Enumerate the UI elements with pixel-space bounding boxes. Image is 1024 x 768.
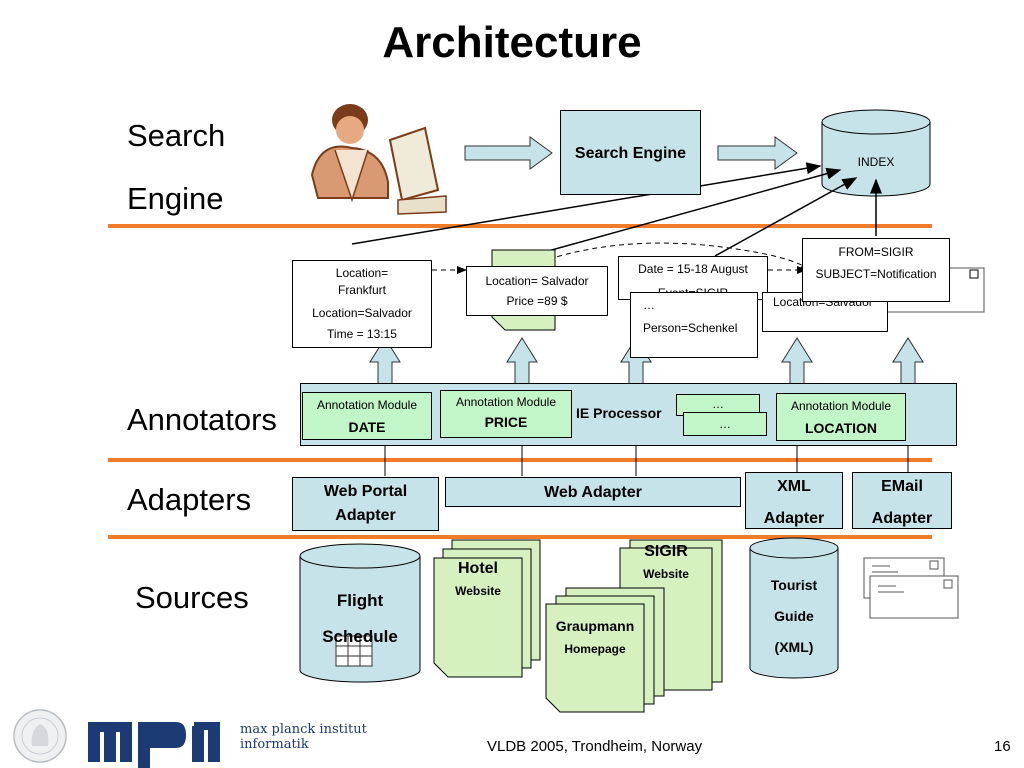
- flight-schedule-label: Flight Schedule: [300, 583, 420, 655]
- block-arrow-right-icon: [717, 136, 798, 170]
- annotation-text: Person=Schenkel: [643, 321, 738, 335]
- annotation-text: Location= Salvador: [485, 274, 589, 288]
- source-label: Homepage: [564, 642, 626, 656]
- slide-title: Architecture: [382, 18, 642, 67]
- tourist-guide-label: Tourist Guide (XML): [750, 570, 838, 663]
- section-label-adapters: Adapters: [127, 482, 252, 517]
- module-label: Annotation Module: [316, 398, 418, 412]
- email-adapter-box: EMail Adapter: [852, 472, 952, 529]
- graupmann-homepage-pages-icon: [545, 587, 665, 713]
- search-engine-box: Search Engine: [560, 110, 701, 195]
- annotation-salvador-price-box: Location= Salvador Price =89 $: [466, 266, 608, 316]
- source-label: Hotel: [458, 560, 498, 577]
- tourist-guide-database-icon: [749, 537, 839, 679]
- section-label-sources: Sources: [135, 580, 249, 615]
- logo-line: max planck institut: [240, 722, 367, 737]
- adapter-label: Adapter: [871, 510, 933, 527]
- building-icon: [335, 635, 373, 667]
- source-label: Website: [643, 567, 689, 581]
- mpi-logo-icon: [88, 722, 220, 768]
- section-label-search: Search: [127, 118, 226, 153]
- block-arrow-right-icon: [464, 136, 553, 170]
- source-label: Schedule: [322, 627, 398, 646]
- graupmann-homepage-label: Graupmann Homepage: [546, 618, 644, 656]
- xml-adapter-box: XML Adapter: [745, 472, 843, 529]
- adapter-label: XML: [777, 478, 811, 495]
- separator-line: [108, 224, 932, 228]
- block-arrow-up-icon: [369, 337, 401, 385]
- web-adapter-box: Web Adapter: [445, 477, 741, 507]
- module-type: PRICE: [484, 414, 528, 430]
- adapter-label: EMail: [881, 478, 923, 495]
- extra-module-front: …: [683, 412, 767, 436]
- source-label: Website: [455, 584, 501, 598]
- source-label: Guide: [774, 608, 814, 624]
- hotel-website-pages-icon: [433, 539, 541, 678]
- annotation-text: SUBJECT=Notification: [815, 267, 937, 281]
- module-type: LOCATION: [804, 420, 878, 436]
- annotation-text: …: [643, 298, 655, 312]
- annotation-text: Price =89 $: [506, 294, 568, 308]
- web-portal-adapter-box: Web Portal Adapter: [292, 477, 439, 531]
- separator-line: [108, 458, 932, 462]
- source-label: Flight: [336, 591, 384, 610]
- mpi-emblem-icon: [13, 709, 67, 763]
- source-label: Graupmann: [555, 618, 635, 634]
- annotation-email-box: FROM=SIGIR SUBJECT=Notification: [802, 238, 950, 302]
- block-arrow-up-icon: [892, 337, 924, 385]
- user-at-computer-icon: [310, 104, 447, 215]
- source-label: Tourist: [770, 577, 818, 593]
- source-label: SIGIR: [644, 543, 688, 560]
- logo-line: informatik: [240, 737, 309, 752]
- date-annotation-module: Annotation Module DATE: [302, 392, 432, 440]
- email-envelope-icon: [863, 557, 959, 619]
- annotation-text: Date = 15-18 August: [638, 262, 748, 276]
- block-arrow-up-icon: [781, 337, 813, 385]
- section-label-engine: Engine: [127, 181, 224, 216]
- adapter-label: Adapter: [763, 510, 825, 527]
- flight-schedule-database-icon: [299, 543, 421, 683]
- location-annotation-module: Annotation Module LOCATION: [776, 393, 906, 441]
- annotation-text: Location= Frankfurt: [335, 266, 389, 297]
- footer-venue: VLDB 2005, Trondheim, Norway: [487, 738, 703, 755]
- page-number: 16: [994, 738, 1011, 755]
- module-label: Annotation Module: [790, 399, 892, 413]
- ie-processor-label: IE Processor: [576, 405, 662, 421]
- price-annotation-module: Annotation Module PRICE: [440, 390, 572, 438]
- annotation-frankfurt-box: Location= Frankfurt Location=Salvador Ti…: [292, 260, 432, 348]
- annotation-text: Time = 13:15: [327, 327, 397, 341]
- annotation-text: FROM=SIGIR: [838, 245, 914, 259]
- annotation-person-box: … Person=Schenkel: [630, 292, 758, 358]
- separator-line: [108, 535, 932, 539]
- index-label: INDEX: [857, 155, 895, 169]
- mpi-logo-text: max planck institut informatik: [240, 722, 367, 752]
- sigir-website-label: SIGIR Website: [620, 543, 712, 581]
- module-type: DATE: [348, 419, 386, 435]
- adapter-label: Adapter: [335, 507, 396, 524]
- section-label-annotators: Annotators: [127, 402, 277, 437]
- source-label: (XML): [774, 639, 814, 655]
- module-label: Annotation Module: [455, 395, 557, 409]
- hotel-website-label: Hotel Website: [434, 560, 522, 598]
- annotation-text: Location=Salvador: [312, 306, 412, 320]
- adapter-label: Web Portal: [323, 483, 408, 500]
- block-arrow-up-icon: [506, 337, 538, 385]
